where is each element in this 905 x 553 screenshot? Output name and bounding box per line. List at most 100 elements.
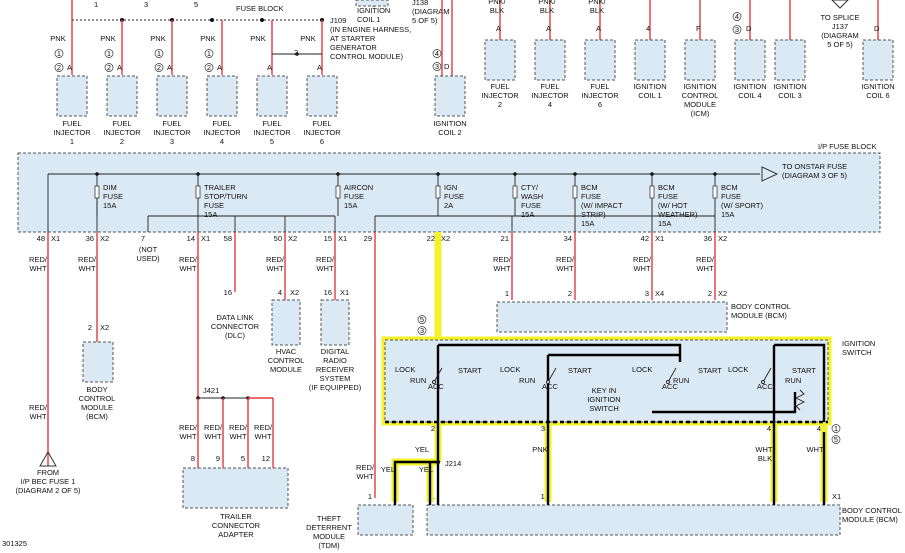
injector-label: INJECTOR [103, 128, 141, 137]
pin-number: 3 [541, 424, 545, 433]
fuse-label: FUSE [344, 192, 364, 201]
lower-wiring: RED/WHTRED/WHTRED/WHTRED/WHTRED/WHTRED/W… [15, 232, 902, 550]
fuse-icon [572, 185, 578, 199]
bcm-left-box [82, 341, 114, 383]
splice-arrow-icon [831, 0, 849, 9]
run-label: RUN [785, 376, 801, 385]
fuse-label: STRIP) [581, 210, 606, 219]
connector-number: 1 [207, 49, 211, 58]
injector-label: FUEL [212, 119, 231, 128]
red-wht-label: WHT [356, 472, 373, 481]
component-label: FUEL [590, 82, 609, 91]
red-wht-label: WHT [179, 264, 196, 273]
right-top-components: AFUELINJECTOR2AFUELINJECTOR4AFUELINJECTO… [481, 0, 895, 118]
fuse-label: FUSE [581, 192, 601, 201]
injector-label: INJECTOR [53, 128, 91, 137]
connector-number: 2 [57, 63, 61, 72]
component-label: IGNITION [773, 82, 806, 91]
component-label: (ICM) [691, 109, 710, 118]
component-label: 4 [548, 100, 552, 109]
pnk-blk-label: BLK [490, 6, 504, 15]
connector-number: 2 [207, 63, 211, 72]
component-label: COIL 4 [738, 91, 761, 100]
pin-1-label: 1 [94, 0, 98, 9]
red-wht-label: RED/ [179, 423, 198, 432]
red-wht-label: WHT [696, 264, 713, 273]
red-wht-label: RED/ [254, 423, 273, 432]
onstar-arrow-icon [761, 166, 779, 182]
ip-fuse-block-label: I/P FUSE BLOCK [818, 142, 877, 151]
injector-box [306, 75, 338, 117]
key-in-switch-label: SWITCH [589, 404, 619, 413]
switch-contact [667, 367, 677, 383]
injector-label: FUEL [162, 119, 181, 128]
fuse-label: WEATHER) [658, 210, 698, 219]
acc-label: ACC [428, 382, 444, 391]
connector-label: X2 [718, 289, 727, 298]
connector-label: X1 [832, 492, 841, 501]
red-wht-label: WHT [633, 264, 650, 273]
pin-number: 58 [224, 234, 232, 243]
pin-number: 36 [86, 234, 94, 243]
pin-number: 14 [187, 234, 195, 243]
pin-number: 29 [364, 234, 372, 243]
fuse-pin-10: 21 [501, 234, 509, 243]
pin-label: A [167, 63, 172, 72]
injector-label: 2 [120, 137, 124, 146]
j109-label: J109(IN ENGINE HARNESS,AT STARTERGENERAT… [330, 16, 411, 61]
wht-blk-label: BLK [758, 454, 772, 463]
ignition-switch-label: SWITCH [842, 348, 872, 357]
injector-label: FUEL [112, 119, 131, 128]
red-wht-label: WHT [204, 432, 221, 441]
pin-number: 9 [216, 454, 220, 463]
pin-number: 2 [88, 323, 92, 332]
junction-dot [336, 172, 340, 176]
pin-number: 48 [37, 234, 45, 243]
red-wht-label: RED/ [556, 255, 575, 264]
pin-label: A [267, 63, 272, 72]
component-label: IGNITION [861, 82, 894, 91]
connector-circle-icon [154, 63, 164, 72]
wire-color-label: PNK [50, 34, 65, 43]
red-wht-label: RED/ [633, 255, 652, 264]
wire-color-label: PNK [250, 34, 265, 43]
connector-number: 2 [157, 63, 161, 72]
hvac-label: MODULE [270, 365, 302, 374]
component-label: 2 [498, 100, 502, 109]
connector-label: X2 [288, 234, 297, 243]
bcm-top-label: BODY CONTROL [731, 302, 791, 311]
pin-number: 21 [501, 234, 509, 243]
connector-circle-icon [104, 49, 114, 58]
ip-fuse-block-box [17, 152, 881, 233]
injector-box [256, 75, 288, 117]
pnk-label: PNK [532, 445, 547, 454]
coil-2-label: COIL 2 [438, 128, 461, 137]
injector-label: 1 [70, 137, 74, 146]
trailer-box [182, 467, 289, 509]
fuse-label: AIRCON [344, 183, 373, 192]
connector-number: 5 [834, 435, 838, 444]
tdm-label: DETERRENT [306, 523, 352, 532]
component-box [774, 39, 806, 81]
yel-label: YEL [415, 445, 429, 454]
connector-circle-icon [831, 435, 841, 444]
component-box [634, 39, 666, 81]
connector-circle-icon [417, 315, 427, 324]
pin-number: 8 [191, 454, 195, 463]
splice-label: TO SPLICE [820, 13, 859, 22]
key-in-switch-label: KEY IN [592, 386, 616, 395]
pnk-blk-label: BLK [540, 6, 554, 15]
connector-number: 1 [57, 49, 61, 58]
injector-box [106, 75, 138, 117]
